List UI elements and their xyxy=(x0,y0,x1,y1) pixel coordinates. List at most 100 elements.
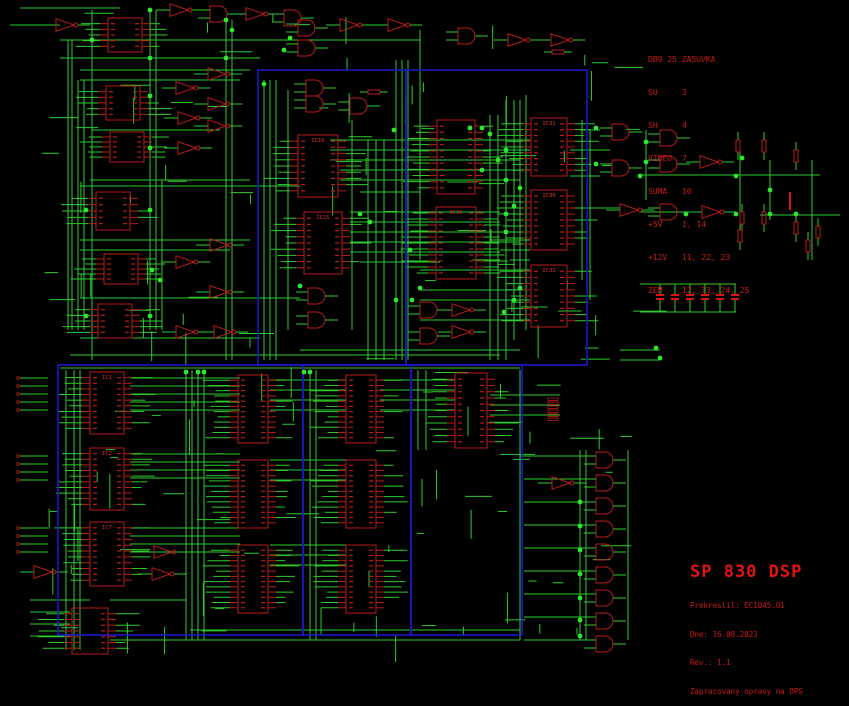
and-gate xyxy=(305,95,324,113)
pin-mark xyxy=(241,601,245,604)
input-terminal xyxy=(16,542,20,546)
pin-mark xyxy=(335,254,339,256)
inverter-bubble xyxy=(568,37,574,43)
pin-mark xyxy=(101,314,105,316)
pin-mark xyxy=(133,91,137,93)
pin-mark xyxy=(113,141,117,143)
pin-mark xyxy=(113,136,117,138)
pin-mark xyxy=(440,131,444,133)
pin-mark xyxy=(101,641,105,644)
pin-mark xyxy=(261,384,265,387)
junction-dot xyxy=(657,355,663,361)
pin-mark xyxy=(137,156,141,158)
pin-mark xyxy=(369,400,373,402)
pin-mark xyxy=(534,207,538,209)
input-terminal xyxy=(16,470,20,474)
pin-mark xyxy=(534,146,538,148)
pin-mark xyxy=(93,492,97,494)
pin-mark xyxy=(93,427,97,429)
pin-mark xyxy=(93,393,97,396)
pin-mark xyxy=(133,108,137,110)
pin-mark xyxy=(301,177,305,179)
and-gate xyxy=(305,79,324,97)
pin-mark xyxy=(93,416,97,418)
junction-dot xyxy=(147,55,153,61)
junction-layer xyxy=(83,7,799,639)
and-gate xyxy=(307,311,326,329)
pin-mark xyxy=(117,388,121,390)
pin-mark xyxy=(534,231,538,233)
inverter-bubble xyxy=(717,159,723,165)
pin-mark xyxy=(560,201,564,203)
component-layer xyxy=(16,2,821,655)
pin-mark xyxy=(534,195,538,197)
pin-mark xyxy=(261,601,265,604)
pin-mark xyxy=(101,647,105,649)
buffer-gate xyxy=(213,324,234,340)
pin-mark xyxy=(93,388,97,390)
pin-mark xyxy=(369,516,373,519)
pin-mark xyxy=(133,113,137,115)
pin-mark xyxy=(261,416,265,418)
inverter-bubble xyxy=(637,207,643,213)
inverter-bubble xyxy=(193,85,199,91)
resistor-array xyxy=(547,405,559,409)
buffer-gate xyxy=(207,96,228,112)
pin-mark xyxy=(241,575,245,577)
pin-mark xyxy=(349,581,353,583)
and-gate xyxy=(595,635,614,653)
pin-mark xyxy=(125,320,129,322)
pin-mark xyxy=(458,378,462,380)
pin-mark xyxy=(534,134,538,136)
pin-mark xyxy=(469,242,473,244)
pin-mark xyxy=(349,522,353,524)
pin-mark xyxy=(261,607,265,609)
junction-dot xyxy=(511,203,517,209)
pin-mark xyxy=(349,554,353,557)
pin-mark xyxy=(369,581,373,583)
pin-mark xyxy=(369,421,373,423)
pin-mark xyxy=(133,96,137,98)
pin-mark xyxy=(75,618,79,621)
pin-mark xyxy=(560,152,564,154)
buffer-gate xyxy=(175,254,196,270)
pin-mark xyxy=(439,218,443,220)
pin-mark xyxy=(241,560,245,562)
junction-dot xyxy=(793,211,799,217)
inverter-bubble xyxy=(225,71,231,77)
input-terminal xyxy=(16,392,20,396)
buffer-gate xyxy=(550,32,571,48)
pin-mark xyxy=(117,393,121,396)
junction-dot xyxy=(467,125,473,131)
pin-mark xyxy=(241,431,245,434)
pin-mark xyxy=(117,538,121,541)
pin-mark xyxy=(560,301,564,303)
pin-mark xyxy=(458,441,462,443)
and-gate xyxy=(659,203,678,221)
pin-mark xyxy=(469,218,473,220)
pin-mark xyxy=(261,379,265,381)
pin-mark xyxy=(109,113,113,115)
pin-mark xyxy=(113,146,117,148)
junction-dot xyxy=(577,571,583,577)
pin-mark xyxy=(440,162,444,164)
and-gate xyxy=(595,566,614,584)
pin-mark xyxy=(241,395,245,397)
and-gate xyxy=(595,497,614,515)
pin-mark xyxy=(241,586,245,588)
input-terminal xyxy=(16,376,20,380)
pin-mark xyxy=(468,162,472,164)
bus-frame xyxy=(302,364,412,636)
pin-mark xyxy=(261,400,265,402)
pin-mark xyxy=(117,486,121,489)
buffer-gate xyxy=(207,118,228,134)
pin-mark xyxy=(534,169,538,171)
input-terminal xyxy=(16,462,20,466)
pin-mark xyxy=(117,458,121,460)
pin-mark xyxy=(335,248,339,250)
pin-mark xyxy=(241,511,245,513)
pin-mark xyxy=(331,171,335,173)
